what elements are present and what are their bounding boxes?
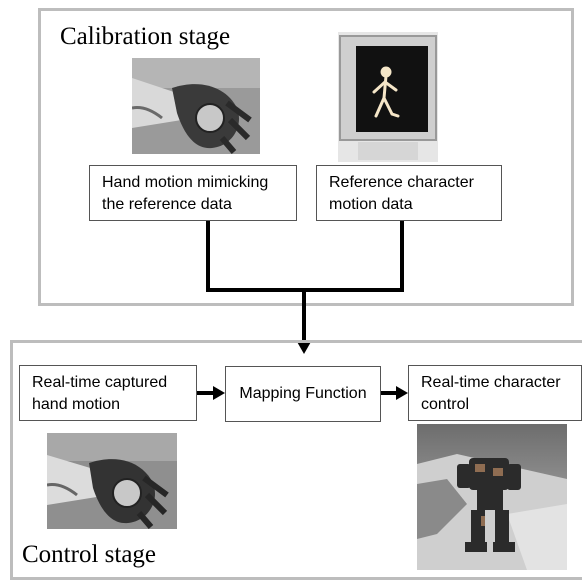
captured-motion-line1: Real-time captured [32,374,168,391]
hand-motion-box: Hand motion mimicking the reference data [89,165,297,221]
calibration-stage-title: Calibration stage [60,23,231,50]
character-control-line1: Real-time character [421,374,561,391]
arrow-mapping-to-control [381,386,408,400]
monitor-photo [338,32,438,162]
connector-down [302,290,306,342]
mapping-function-label: Mapping Function [239,385,367,402]
hand-motion-line2: the reference data [102,196,232,213]
character-control-box: Real-time character control [408,365,582,421]
captured-motion-line2: hand motion [32,396,121,413]
calibration-stage-frame [38,8,574,306]
control-stage-title: Control stage [22,541,157,568]
hand-photo-bottom [47,433,177,529]
character-control-line2: control [421,396,470,413]
reference-data-line1: Reference character [329,174,474,191]
reference-data-box: Reference character motion data [316,165,502,221]
captured-motion-box: Real-time captured hand motion [19,365,197,421]
arrow-capture-to-mapping [197,386,225,400]
robot-character-image [417,424,567,570]
connector-right-vertical [400,221,404,290]
connector-left-vertical [206,221,210,290]
hand-motion-line1: Hand motion mimicking [102,174,269,191]
hand-photo-top [132,58,260,154]
down-arrowhead [296,340,312,354]
mapping-function-box: Mapping Function [225,366,381,422]
reference-data-line2: motion data [329,196,413,213]
